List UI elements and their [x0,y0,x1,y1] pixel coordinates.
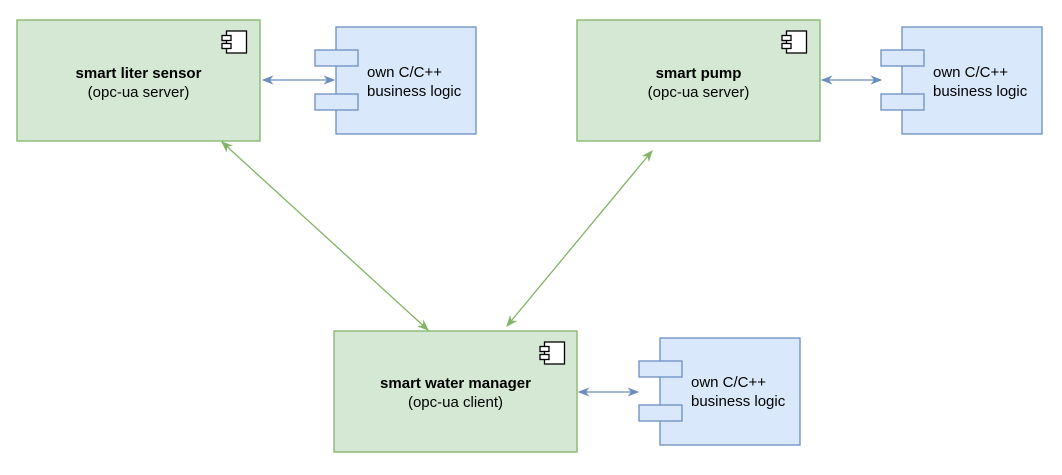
logic-line-1: own C/C++ [933,64,1008,81]
logic-line-2: business logic [933,83,1028,100]
component-smart-water-manager[interactable]: smart water manager (opc-ua client) [333,330,578,453]
link-sensor-manager[interactable] [221,141,429,331]
component-smart-pump[interactable]: smart pump (opc-ua server) [576,19,821,142]
component-title: smart water manager [380,375,531,392]
logic-line-2: business logic [691,393,786,410]
component-title: smart liter sensor [76,65,202,82]
uml-component-icon [781,30,808,54]
business-logic-block-manager[interactable]: own C/C++ business logic [638,337,801,446]
component-title: smart pump [656,65,742,82]
logic-line-2: business logic [367,83,462,100]
component-subtitle: (opc-ua client) [408,394,503,411]
logic-line-1: own C/C++ [691,374,766,391]
link-pump-manager[interactable] [506,150,653,327]
business-logic-block-sensor[interactable]: own C/C++ business logic [314,26,477,135]
component-subtitle: (opc-ua server) [88,84,190,101]
business-logic-block-pump[interactable]: own C/C++ business logic [880,26,1043,135]
uml-component-icon [221,30,248,54]
component-smart-liter-sensor[interactable]: smart liter sensor (opc-ua server) [16,19,261,142]
component-subtitle: (opc-ua server) [648,84,750,101]
logic-line-1: own C/C++ [367,64,442,81]
uml-component-icon [539,341,566,365]
